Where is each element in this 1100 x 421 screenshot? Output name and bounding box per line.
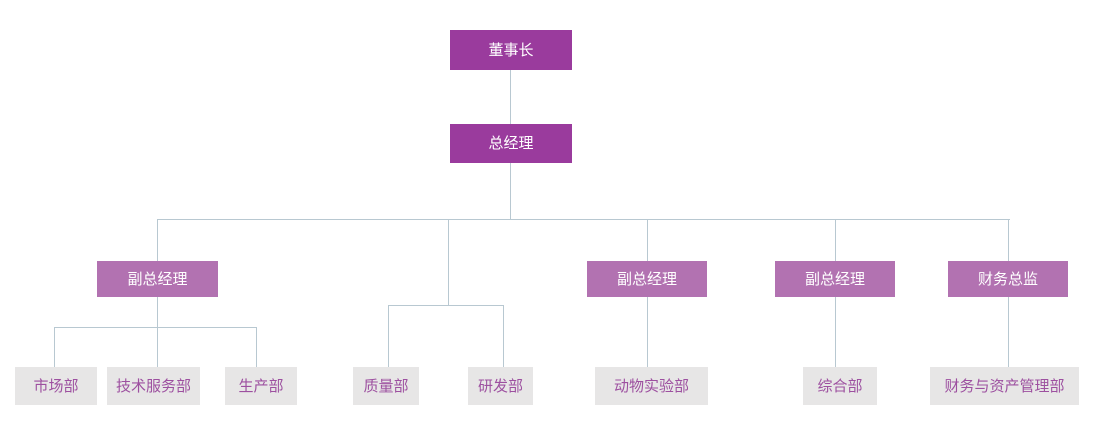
connector-drop-marketing [54, 327, 55, 367]
org-node-dept-general-affairs[interactable]: 综合部 [803, 367, 877, 405]
connector-chairman-gm [510, 70, 511, 124]
connector-drop-quality [388, 305, 389, 367]
org-node-dept-finance-assets[interactable]: 财务与资产管理部 [930, 367, 1079, 405]
org-node-deputy-gm-2[interactable]: 副总经理 [587, 261, 707, 297]
connector-drop-deputy3 [835, 219, 836, 261]
org-node-dept-production-label: 生产部 [238, 377, 284, 395]
org-node-dept-rnd[interactable]: 研发部 [468, 367, 533, 405]
org-node-dept-rnd-label: 研发部 [477, 377, 523, 395]
org-node-dept-production[interactable]: 生产部 [225, 367, 297, 405]
org-node-deputy-gm-1-label: 副总经理 [127, 270, 188, 288]
org-node-dept-animal-lab[interactable]: 动物实验部 [595, 367, 708, 405]
connector-subrail-mid [388, 305, 503, 306]
org-node-dept-general-affairs-label: 综合部 [817, 377, 863, 395]
org-node-chairman-label: 董事长 [488, 41, 534, 59]
org-node-dept-quality-label: 质量部 [363, 377, 409, 395]
org-node-finance-director-label: 财务总监 [977, 270, 1038, 288]
connector-main-rail [157, 219, 1010, 220]
connector-drop-cfo [1008, 219, 1009, 261]
connector-deputy1-subrail [157, 297, 158, 327]
connector-gm-rail [510, 163, 511, 219]
connector-drop-rnd [503, 305, 504, 367]
org-node-deputy-gm-1[interactable]: 副总经理 [97, 261, 218, 297]
org-node-dept-animal-lab-label: 动物实验部 [613, 377, 689, 395]
connector-drop-finance-assets [1008, 297, 1009, 367]
org-node-general-manager-label: 总经理 [488, 135, 534, 152]
connector-subrail-left [54, 327, 256, 328]
connector-drop-general-affairs [835, 297, 836, 367]
org-node-dept-quality[interactable]: 质量部 [353, 367, 419, 405]
org-node-dept-finance-assets-label: 财务与资产管理部 [944, 377, 1065, 395]
connector-drop-production [256, 327, 257, 367]
org-node-dept-marketing-label: 市场部 [33, 377, 79, 395]
org-node-dept-tech-service-label: 技术服务部 [115, 377, 191, 395]
connector-drop-deputy1 [157, 219, 158, 261]
org-node-general-manager[interactable]: 总经理 [450, 124, 572, 163]
org-node-dept-marketing[interactable]: 市场部 [15, 367, 97, 405]
org-node-deputy-gm-3-label: 副总经理 [804, 270, 865, 288]
connector-drop-techservice [157, 327, 158, 367]
connector-drop-animal-lab [647, 297, 648, 367]
org-node-dept-tech-service[interactable]: 技术服务部 [107, 367, 200, 405]
connector-drop-deputy2 [647, 219, 648, 261]
org-node-finance-director[interactable]: 财务总监 [948, 261, 1068, 297]
org-node-deputy-gm-3[interactable]: 副总经理 [775, 261, 895, 297]
connector-drop-midbranch [448, 219, 449, 305]
org-node-chairman[interactable]: 董事长 [450, 30, 572, 70]
org-node-deputy-gm-2-label: 副总经理 [616, 270, 677, 288]
